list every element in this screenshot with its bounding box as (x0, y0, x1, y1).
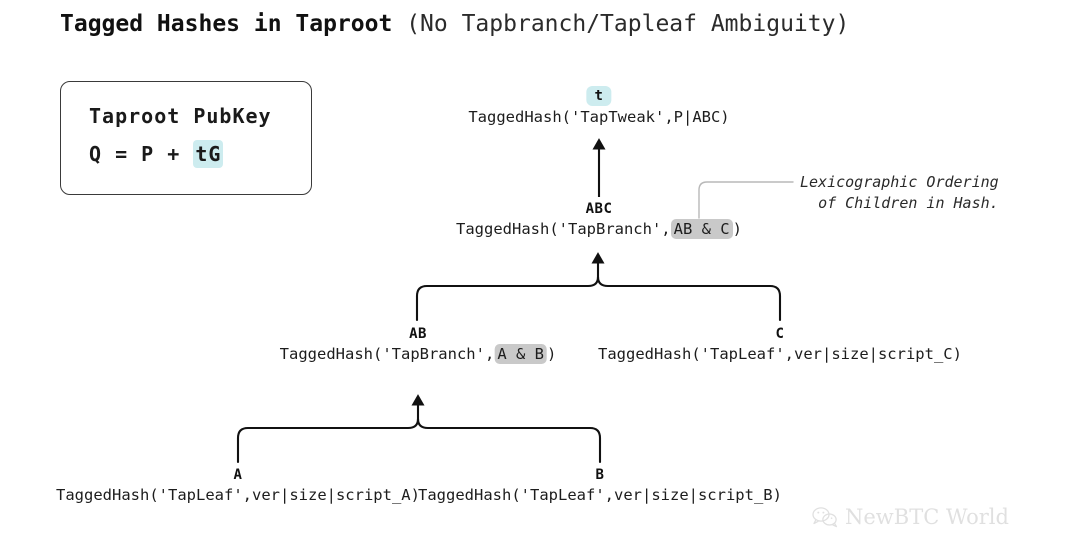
node-a-expression: TaggedHash('TapLeaf',ver|size|script_A) (56, 486, 420, 504)
node-a-key: A (233, 467, 243, 483)
node-ab-children-highlight: A & B (494, 344, 547, 364)
taproot-pubkey-formula: Q = P + tG (89, 140, 224, 168)
node-ab-expr-prefix: TaggedHash('TapBranch', (279, 345, 495, 363)
watermark: NewBTC World (812, 505, 1009, 529)
root-tweak-badge: t (586, 86, 612, 106)
wechat-logo-icon (812, 507, 838, 528)
node-abc-key: ABC (585, 201, 613, 217)
root-tweak-expression: TaggedHash('TapTweak',P|ABC) (468, 108, 730, 126)
node-abc-expression: TaggedHash('TapBranch',AB & C) (456, 218, 742, 240)
node-ab-expr-suffix: ) (546, 345, 557, 363)
node-c: C TaggedHash('TapLeaf',ver|size|script_C… (598, 325, 962, 365)
page-title-bold: Tagged Hashes in Taproot (60, 11, 393, 37)
node-abc-expr-suffix: ) (732, 220, 742, 238)
formula-prefix: Q = P + (89, 142, 194, 166)
lexicographic-ordering-annotation: Lexicographic Ordering of Children in Ha… (800, 172, 999, 214)
node-ab: AB TaggedHash('TapBranch',A & B) (279, 325, 557, 365)
node-a: A TaggedHash('TapLeaf',ver|size|script_A… (56, 466, 420, 506)
node-c-key: C (775, 326, 785, 342)
node-abc-expr-prefix: TaggedHash('TapBranch', (456, 220, 671, 238)
node-b-expression: TaggedHash('TapLeaf',ver|size|script_B) (418, 486, 782, 504)
page-title: Tagged Hashes in Taproot (No Tapbranch/T… (60, 11, 849, 37)
annotation-line-2: of Children in Hash. (818, 194, 999, 212)
brace-a-b-to-ab (236, 417, 602, 464)
watermark-text: NewBTC World (845, 505, 1009, 529)
formula-tweak-highlight: tG (193, 140, 224, 168)
node-abc: ABC TaggedHash('TapBranch',AB & C) (456, 200, 742, 240)
node-b: B TaggedHash('TapLeaf',ver|size|script_B… (418, 466, 782, 506)
taproot-pubkey-heading: Taproot PubKey (89, 104, 272, 128)
page-title-light: (No Tapbranch/Tapleaf Ambiguity) (392, 11, 850, 37)
node-b-key: B (595, 467, 605, 483)
taproot-pubkey-box: Taproot PubKey Q = P + tG (60, 81, 312, 195)
node-root-tweak: t TaggedHash('TapTweak',P|ABC) (468, 86, 730, 128)
node-c-expression: TaggedHash('TapLeaf',ver|size|script_C) (598, 345, 962, 363)
node-ab-key: AB (409, 326, 427, 342)
brace-ab-c-to-abc (415, 275, 782, 322)
node-ab-expression: TaggedHash('TapBranch',A & B) (279, 343, 557, 365)
node-abc-children-highlight: AB & C (670, 219, 733, 239)
annotation-line-1: Lexicographic Ordering (800, 173, 999, 191)
